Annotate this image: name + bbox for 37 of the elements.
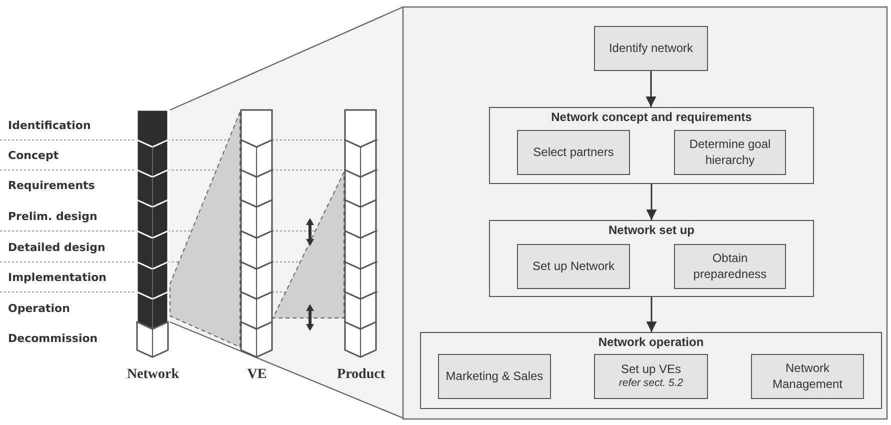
phase-label: Identification: [8, 119, 91, 132]
column-label: VE: [247, 367, 267, 383]
box-label: Obtain preparedness: [692, 250, 768, 282]
phase-label: Requirements: [8, 179, 95, 192]
process-box: [517, 130, 630, 175]
group-box: [420, 332, 882, 409]
process-box: [594, 354, 708, 399]
box-label: Select partners: [533, 144, 614, 160]
process-box: [674, 130, 786, 175]
column-label: Product: [337, 367, 385, 383]
process-box: [594, 26, 708, 71]
arrow: [646, 184, 657, 220]
phase-label: Detailed design: [8, 241, 106, 254]
arrow: [646, 71, 656, 107]
column-label: Network: [126, 367, 180, 383]
arrow: [646, 297, 657, 332]
process-box: [517, 244, 630, 289]
process-box: [674, 244, 786, 289]
group-box: [489, 220, 814, 297]
note-text: refer sect. 5.2: [618, 377, 684, 392]
phase-label: Operation: [8, 302, 70, 315]
box-label: Set up Network: [532, 258, 615, 274]
group-heading: Network set up: [608, 223, 694, 239]
box-label: Marketing & Sales: [446, 368, 544, 384]
box-label: Determine goal hierarchy: [688, 136, 772, 168]
group-box: [489, 107, 814, 184]
phase-label: Decommission: [8, 332, 98, 345]
box-label: Identify network: [608, 40, 694, 56]
phase-label: Implementation: [8, 271, 107, 284]
process-box: [438, 354, 551, 399]
box-label: Set up VEs: [620, 362, 682, 378]
phase-label: Concept: [8, 149, 59, 162]
group-heading: Network operation: [598, 335, 704, 351]
process-box: [751, 354, 864, 399]
box-label: Network Management: [771, 360, 844, 392]
phase-label: Prelim. design: [8, 210, 98, 223]
group-heading: Network concept and requirements: [551, 110, 752, 126]
